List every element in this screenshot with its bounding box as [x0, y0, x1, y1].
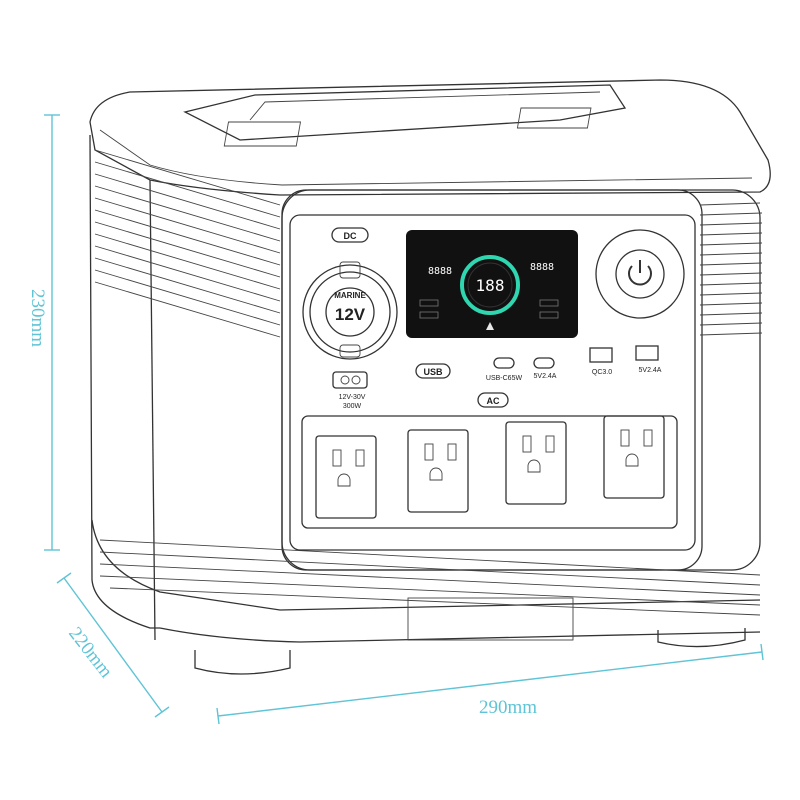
- usb-c-port[interactable]: [493, 357, 515, 369]
- usb-c-port-2-label: 5V2.4A: [534, 373, 557, 380]
- marine-12v-socket[interactable]: [302, 261, 398, 360]
- height-dimension-label: 230mm: [27, 289, 48, 347]
- lcd-right-readout: 8888: [530, 262, 554, 273]
- usb-label: USB: [423, 367, 443, 377]
- ac-outlet-1[interactable]: [315, 435, 377, 519]
- dc-label: DC: [344, 231, 357, 241]
- marine-voltage-label: 12V: [335, 305, 366, 324]
- power-icon: [628, 260, 652, 286]
- ac-outlet-3[interactable]: [505, 421, 567, 505]
- ac-outlet-panel: [301, 415, 678, 529]
- lcd-main-readout: 188: [476, 276, 505, 295]
- dc-input-port[interactable]: [332, 371, 368, 389]
- lcd-display: [406, 230, 578, 338]
- ac-outlet-4[interactable]: [603, 415, 665, 499]
- qc3-usb-port[interactable]: [589, 347, 613, 363]
- front-panel: [289, 214, 696, 551]
- lcd-left-readout: 8888: [428, 266, 452, 277]
- ac-label-badge: [477, 392, 509, 408]
- dc-input-voltage-label: 12V-30V: [339, 394, 366, 401]
- usb-a-port[interactable]: [635, 345, 659, 361]
- depth-dimension-label: 220mm: [64, 623, 116, 682]
- usb-c-port-label: USB-C65W: [486, 375, 523, 382]
- dc-input-power-label: 300W: [343, 403, 362, 410]
- usb-label-badge: [415, 363, 451, 379]
- power-button[interactable]: [595, 229, 685, 319]
- qc3-port-label: QC3.0: [592, 369, 612, 376]
- usb-a-port-label: 5V2.4A: [639, 367, 662, 374]
- right-vents: [699, 202, 763, 336]
- usb-c-port-2[interactable]: [533, 357, 555, 369]
- ac-label: AC: [487, 396, 500, 406]
- dimension-lines: [44, 114, 764, 725]
- width-dimension-label: 290mm: [479, 697, 537, 718]
- dc-label-badge: [331, 227, 369, 243]
- marine-label: MARINE: [334, 291, 366, 300]
- ac-outlet-2[interactable]: [407, 429, 469, 513]
- device-body: [89, 79, 771, 675]
- left-vents: [94, 149, 281, 338]
